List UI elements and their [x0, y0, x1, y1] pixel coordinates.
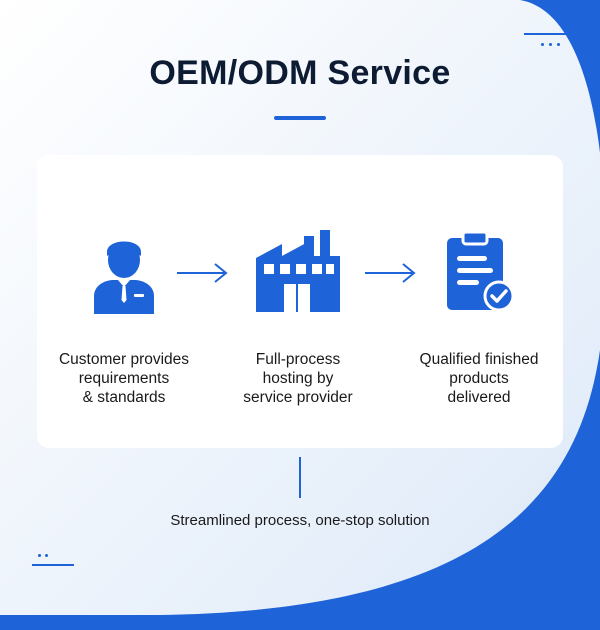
- title-underline: [274, 116, 326, 120]
- clipboard-check-icon: [447, 230, 515, 312]
- person-icon: [94, 241, 154, 314]
- connector-line: [299, 457, 301, 498]
- process-card: Customer provides requirements & standar…: [37, 155, 563, 448]
- footer-caption: Streamlined process, one-stop solution: [170, 512, 430, 529]
- step-label: Full-process hosting by service provider: [243, 351, 353, 406]
- arrow-right-icon: [177, 263, 228, 283]
- decoration-top-right: [524, 33, 572, 49]
- decoration-bottom-left: [32, 554, 80, 570]
- step-label: Customer provides requirements & standar…: [58, 351, 190, 406]
- factory-icon: [256, 230, 340, 312]
- step-label: Qualified finished products delivered: [419, 351, 539, 406]
- page-title: OEM/ODM Service: [149, 54, 451, 92]
- arrow-right-icon: [365, 263, 416, 283]
